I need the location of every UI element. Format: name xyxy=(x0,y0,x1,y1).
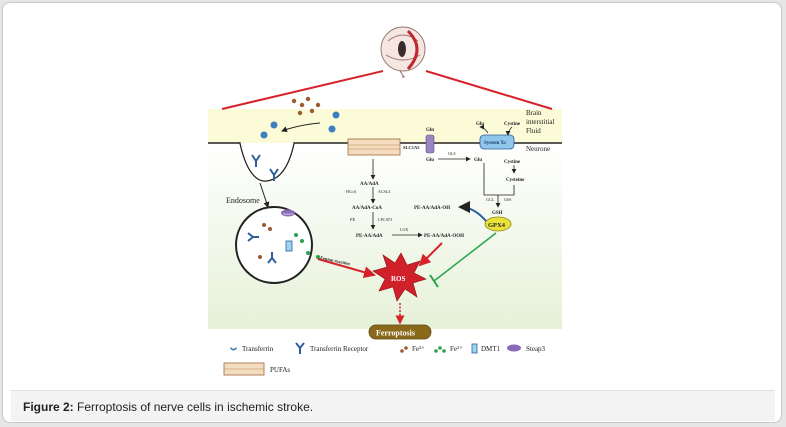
lipid-peroxide-to-ros-arrow xyxy=(418,242,443,267)
pe-aa-ada-label: PE-AA/AdA xyxy=(356,234,383,239)
endosome-receptors xyxy=(247,232,277,264)
transferrin-receptor-icon xyxy=(251,154,279,181)
pufa-patch xyxy=(347,138,401,156)
figure-panel: Endosome Steap3 AA/AdA HCo xyxy=(2,2,782,423)
transferrin-icon xyxy=(260,111,340,139)
gpx4-node xyxy=(484,216,512,232)
system-xc-transporter xyxy=(479,134,515,150)
legend-fe3: Fe³⁺ xyxy=(412,345,425,353)
legend-dmt1: DMT1 xyxy=(481,345,501,353)
caption-body: Ferroptosis of nerve cells in ischemic s… xyxy=(73,400,314,414)
acsl4-label: ACSL4 xyxy=(378,189,390,194)
pe-aa-ada-ooh-label: PE-AA/AdA-OOH xyxy=(424,234,464,239)
slc1a5-transporter xyxy=(425,134,435,154)
legend-fe3-icon xyxy=(400,346,408,353)
slc1a5-label: SLC1A5 xyxy=(403,145,420,150)
aa-ada-label: AA/AdA xyxy=(360,182,379,187)
dmt1-channel xyxy=(285,240,293,252)
uptake-arrow xyxy=(281,122,321,133)
legend-transferrin: Transferrin xyxy=(242,345,274,353)
system-xc-label: System Xc xyxy=(484,141,507,146)
gpx4-reduction-arrow xyxy=(458,201,487,222)
legend-dmt1-icon xyxy=(471,343,478,354)
endocytic-pit xyxy=(239,142,295,182)
interstitial-label-3: Fluid xyxy=(526,127,541,135)
lox-label: LOX xyxy=(400,227,408,232)
interstitial-label-2: interstitial xyxy=(526,118,554,126)
hcoa-label: HCoA xyxy=(346,189,357,194)
brain-line-left xyxy=(221,70,384,110)
glu-in-label: Glu xyxy=(474,158,482,163)
aa-ada-coa-label: AA/AdA-CoA xyxy=(352,206,382,211)
ferroptosis-label: Ferroptosis xyxy=(376,329,415,338)
legend-pufas: PUFAs xyxy=(270,366,290,374)
gln-out-label: Gln xyxy=(426,128,434,133)
legend-steap3-icon xyxy=(507,344,521,352)
brain-line-right xyxy=(425,70,553,110)
legend-fe2: Fe²⁺ xyxy=(450,345,463,353)
gpx4-label: GPX4 xyxy=(488,222,506,229)
gsh-synthesis-path xyxy=(483,163,515,196)
cystine-import-arrow xyxy=(505,126,513,136)
legend-steap3: Steap3 xyxy=(526,345,546,353)
gss-label: GSS xyxy=(504,197,511,202)
endosome-label: Endosome xyxy=(226,196,260,205)
endosome-fe3 xyxy=(258,223,272,259)
pe-label: PE xyxy=(350,217,356,222)
gpx4-inhibit-bar xyxy=(429,274,439,288)
figure-caption: Figure 2: Ferroptosis of nerve cells in … xyxy=(11,390,775,421)
ros-burst xyxy=(372,252,427,302)
gln-in-label: Glu xyxy=(426,158,434,163)
legend-transferrin-receptor-icon xyxy=(295,342,305,354)
steap3-small-label: Steap3 xyxy=(283,212,293,216)
glu-out-label: Glu xyxy=(476,122,484,127)
gls-label: GLS xyxy=(448,151,456,156)
fe3-particles xyxy=(291,96,321,116)
ferroptosis-diagram: Endosome Steap3 AA/AdA HCo xyxy=(208,21,562,383)
endosome xyxy=(235,206,313,284)
endocytosis-arrow xyxy=(259,182,270,208)
fenton-label: Fenton reaction xyxy=(320,255,351,266)
legend-pufas-icon xyxy=(223,362,265,376)
ferroptosis-box xyxy=(368,324,432,340)
lpcat3-label: LPCAT3 xyxy=(378,217,392,222)
fenton-arrow xyxy=(317,258,376,279)
caption-label: Figure 2: xyxy=(23,400,74,414)
caption-text: Figure 2: Ferroptosis of nerve cells in … xyxy=(23,400,313,414)
legend-fe2-icon xyxy=(434,346,446,353)
glu-export-arrow xyxy=(479,124,489,134)
legend: Transferrin Transferrin Receptor Fe³⁺ Fe… xyxy=(223,342,546,376)
gsh-label: GSH xyxy=(492,211,503,216)
gpx4-inhibit-ros xyxy=(433,232,497,282)
steap3-icon xyxy=(281,209,295,217)
ros-label: ROS xyxy=(391,275,406,283)
brain-icon xyxy=(380,26,426,78)
legend-transferrin-receptor: Transferrin Receptor xyxy=(310,345,369,353)
cysteine-label: Cysteine xyxy=(506,178,525,183)
neurone-label: Neurone xyxy=(526,145,550,153)
gcl-label: GCL xyxy=(486,197,495,202)
fe2-particles xyxy=(294,233,320,259)
interstitial-label-1: Brain xyxy=(526,109,542,117)
legend-transferrin-icon xyxy=(230,347,237,351)
cystine-in-label: Cystine xyxy=(504,160,521,165)
cystine-out-label: Cystine xyxy=(504,122,521,127)
pe-aa-ada-oh-label: PE-AA/AdA-OH xyxy=(414,206,450,211)
